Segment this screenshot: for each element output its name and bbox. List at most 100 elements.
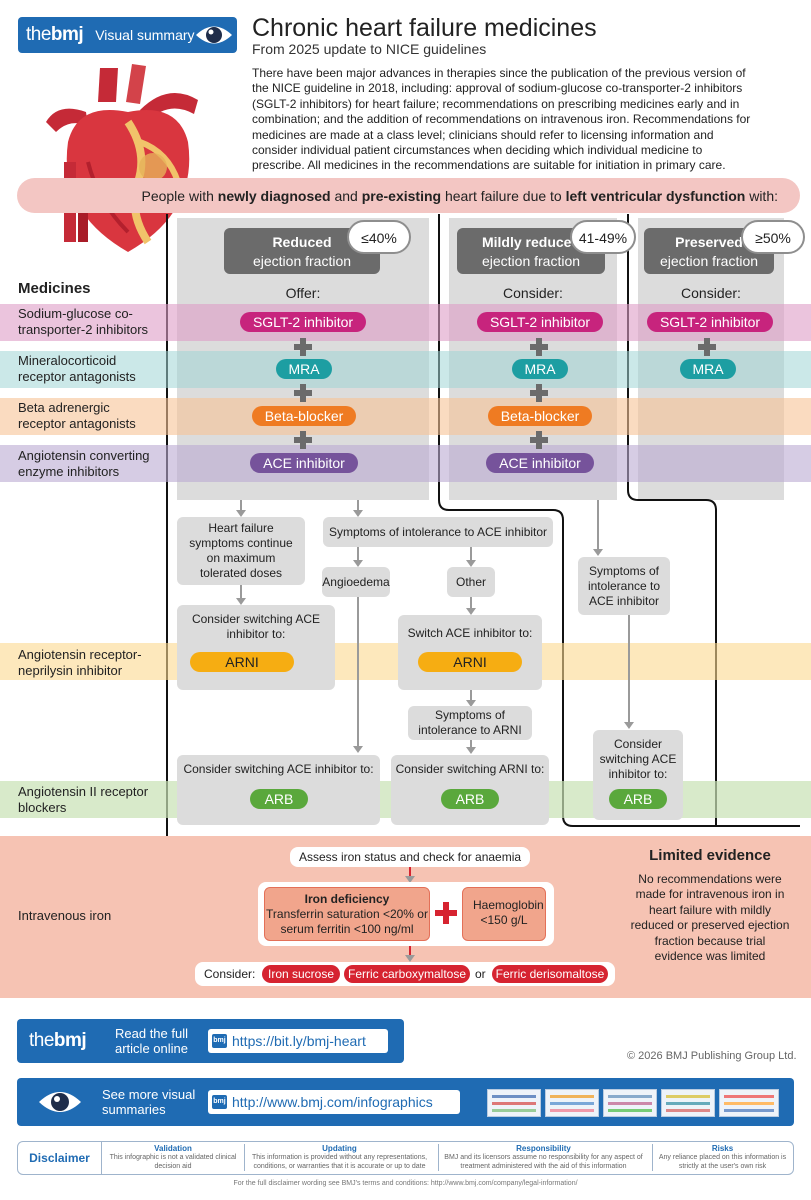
infographic-thumbnail[interactable]: [661, 1089, 715, 1117]
consider-switch-ace-arni-text: Consider switching ACE inhibitor to:: [191, 612, 321, 641]
pill-sglt-mildly: SGLT-2 inhibitor: [477, 312, 603, 332]
ef-header-reduced-main: Reduced: [272, 234, 332, 250]
visual-summary-badge: thebmj Visual summary: [18, 17, 237, 53]
ef-header-preserved-sub: ejection fraction: [659, 253, 759, 269]
pill-arb-ace: ARB: [250, 789, 308, 809]
disclaimer-footnote: For the full disclaimer wording see BMJ'…: [233, 1180, 578, 1187]
article-link-text: https://bit.ly/bmj-heart: [232, 1033, 366, 1049]
arrow-down-icon: [405, 867, 415, 883]
pill-mra-reduced: MRA: [276, 359, 332, 379]
limited-evidence-note: Limited evidence No recommendations were…: [630, 848, 790, 965]
page-subtitle: From 2025 update to NICE guidelines: [252, 41, 487, 57]
pill-ace-reduced: ACE inhibitor: [250, 453, 358, 473]
copyright: © 2026 BMJ Publishing Group Ltd.: [627, 1050, 797, 1062]
arrow-down-icon: [466, 597, 476, 615]
arrow-down-icon: [405, 946, 415, 962]
consider-switch-arni-arb-text: Consider switching ARNI to:: [395, 762, 545, 776]
consider-switch-ace-arb-text: Consider switching ACE inhibitor to:: [183, 762, 374, 776]
infographics-link-text: http://www.bmj.com/infographics: [232, 1094, 433, 1110]
plus-icon: [294, 338, 312, 356]
disclaimer-title: Disclaimer: [18, 1142, 102, 1174]
bmj-logo-footer: thebmj: [29, 1030, 87, 1051]
plus-icon: [530, 431, 548, 449]
assess-iron-box: Assess iron status and check for anaemia: [290, 847, 530, 867]
intolerance-ace-box: Symptoms of intolerance to ACE inhibitor: [323, 517, 553, 547]
ef-tag-mildly: 41-49%: [570, 220, 636, 254]
medicines-heading: Medicines: [18, 280, 91, 297]
limited-evidence-text: No recommendations were made for intrave…: [630, 871, 790, 964]
action-label-preserved: Consider:: [681, 285, 741, 301]
iron-option-sucrose: Iron sucrose: [262, 965, 340, 983]
arrow-down-icon: [466, 690, 476, 707]
infographic-thumbnail[interactable]: [545, 1089, 599, 1117]
other-box: Other: [447, 567, 495, 597]
arrow-down-icon: [353, 500, 363, 517]
angioedema-box: Angioedema: [322, 567, 390, 597]
ef-header-mildly-main: Mildly reduced: [481, 234, 581, 250]
plus-icon: [530, 338, 548, 356]
pill-sglt-preserved: SGLT-2 inhibitor: [647, 312, 773, 332]
infographics-link[interactable]: bmj http://www.bmj.com/infographics: [208, 1090, 460, 1114]
plus-red-icon: [435, 902, 457, 924]
consider-switch-arni-arb-box: Consider switching ARNI to:: [391, 755, 549, 825]
iron-option-carboxymaltose: Ferric carboxymaltose: [344, 965, 470, 983]
infographic-thumbnail[interactable]: [719, 1089, 779, 1117]
ef-tag-reduced: ≤40%: [347, 220, 411, 254]
iron-or-label: or: [475, 967, 486, 981]
pill-bb-mildly: Beta-blocker: [488, 406, 592, 426]
article-link[interactable]: bmj https://bit.ly/bmj-heart: [208, 1029, 388, 1053]
mildly-intolerance-ace-box: Symptoms of intolerance to ACE inhibitor: [578, 557, 670, 615]
arrow-down-icon: [353, 547, 363, 567]
row-band-bb: [0, 398, 811, 435]
row-label-iron: Intravenous iron: [18, 908, 112, 923]
row-label-bb: Beta adrenergic receptor antagonists: [18, 400, 136, 431]
read-full-label: Read the full article online: [115, 1026, 188, 1056]
row-label-mra: Mineralocorticoid receptor antagonists: [18, 353, 136, 384]
arrow-down-icon: [353, 597, 363, 753]
hf-symptoms-continue-box: Heart failure symptoms continue on maxim…: [177, 517, 305, 585]
iron-deficiency-title: Iron deficiency: [304, 892, 390, 906]
action-label-reduced: Offer:: [285, 285, 321, 301]
bmj-mini-logo: bmj: [212, 1034, 227, 1048]
page-title: Chronic heart failure medicines: [252, 14, 597, 42]
pill-sglt-reduced: SGLT-2 inhibitor: [240, 312, 366, 332]
iron-deficiency-box: Iron deficiency Transferrin saturation <…: [264, 887, 430, 941]
bmj-mini-logo: bmj: [212, 1095, 227, 1109]
infographic-thumbnail[interactable]: [487, 1089, 541, 1117]
iron-consider-label: Consider:: [204, 967, 256, 981]
infographic-thumbnail[interactable]: [603, 1089, 657, 1117]
pill-ace-mildly: ACE inhibitor: [486, 453, 594, 473]
pill-mra-mildly: MRA: [512, 359, 568, 379]
pill-arni-reduced: ARNI: [190, 652, 294, 672]
intro-text: There have been major advances in therap…: [252, 66, 751, 173]
plus-icon: [530, 384, 548, 402]
arrow-down-icon: [593, 500, 603, 556]
row-band-mra: [0, 351, 811, 388]
population-text: People with newly diagnosed and pre-exis…: [141, 187, 778, 204]
bmj-logo: thebmj: [26, 24, 84, 45]
arrow-down-icon: [236, 585, 246, 605]
ef-header-mildly-sub: ejection fraction: [481, 253, 581, 269]
badge-label: Visual summary: [95, 27, 195, 43]
plus-icon: [294, 431, 312, 449]
mildly-consider-switch-text: Consider switching ACE inhibitor to:: [599, 737, 677, 781]
arrow-down-icon: [466, 547, 476, 567]
row-band-ace: [0, 445, 811, 482]
eye-icon: [196, 26, 232, 44]
pill-mra-preserved: MRA: [680, 359, 736, 379]
eye-icon: [39, 1092, 81, 1112]
haemoglobin-box: Haemoglobin <150 g/L: [462, 887, 546, 941]
pill-arb-arni: ARB: [441, 789, 499, 809]
action-label-mildly: Consider:: [503, 285, 563, 301]
pill-arni-other: ARNI: [418, 652, 522, 672]
ef-header-preserved-main: Preserved: [675, 234, 743, 250]
row-label-arni: Angiotensin receptor-neprilysin inhibito…: [18, 647, 142, 678]
arrow-down-icon: [624, 615, 634, 729]
row-label-ace: Angiotensin converting enzyme inhibitors: [18, 448, 150, 479]
pill-bb-reduced: Beta-blocker: [252, 406, 356, 426]
